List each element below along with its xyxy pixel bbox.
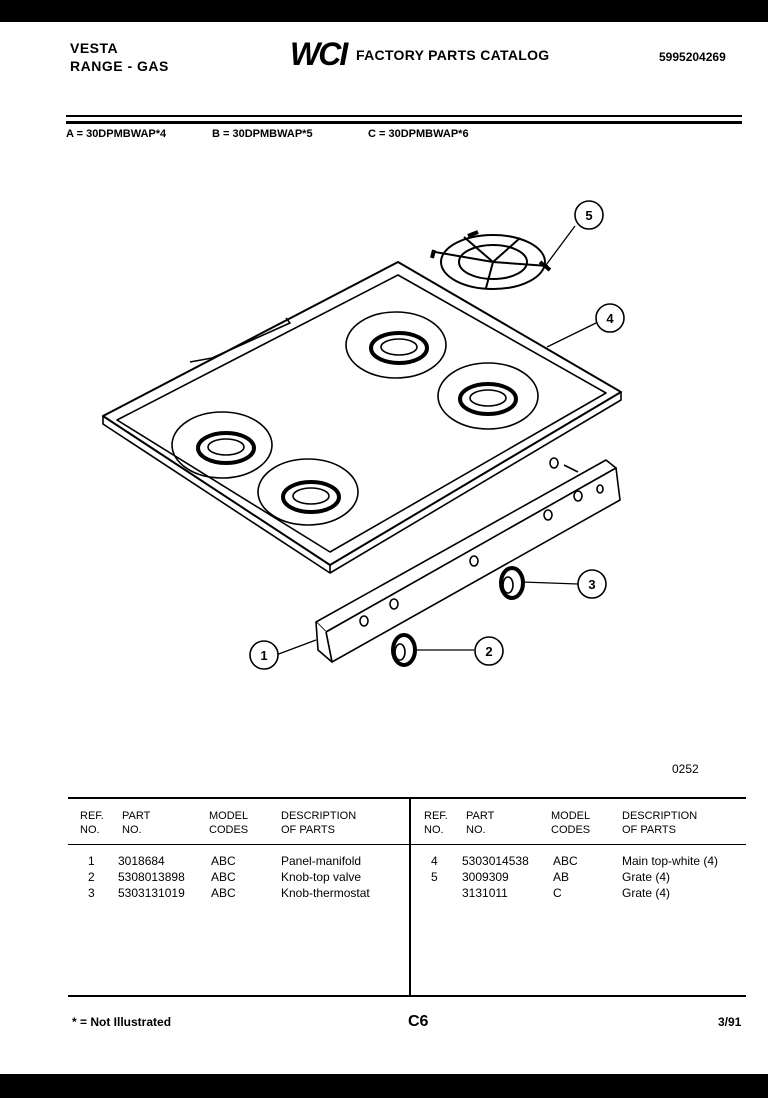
table-row-part: 5303014538 [462, 854, 529, 868]
table-row-desc: Grate (4) [622, 870, 671, 884]
table-row-ref: 2 [88, 870, 95, 884]
callout-label-2: 2 [485, 644, 492, 659]
product-type: RANGE - GAS [70, 58, 169, 74]
exploded-parts-diagram: 1 2 3 4 5 [102, 200, 625, 670]
table-row-desc: Knob-thermostat [281, 886, 370, 900]
bottom-border [0, 1074, 768, 1098]
brand-name: VESTA [70, 40, 119, 56]
table-row-model: AB [553, 870, 570, 884]
callout-label-5: 5 [585, 208, 592, 223]
table-row-desc: Panel-manifold [281, 854, 362, 868]
table-row-part: 5303131019 [118, 886, 185, 900]
knob-thermostat-part [499, 566, 525, 600]
table-row-part: 3009309 [462, 870, 509, 884]
table-row-model: C [553, 886, 562, 900]
table-row-desc: Main top-white (4) [622, 854, 719, 868]
table-row-ref: 3 [88, 886, 95, 900]
table-row-ref: 1 [88, 854, 95, 868]
col-ref-header-right: REF.NO. [424, 810, 448, 836]
model-b: B = 30DPMBWAP*5 [212, 128, 313, 140]
callout-5 [574, 200, 604, 230]
table-header-rule [68, 844, 746, 845]
table-row-desc: Knob-top valve [281, 870, 362, 884]
header-rule-thick [66, 121, 742, 124]
grate-part [430, 230, 552, 290]
model-a: A = 30DPMBWAP*4 [66, 128, 167, 140]
table-row-desc: Grate (4) [622, 886, 671, 900]
catalog-title: FACTORY PARTS CATALOG [356, 47, 550, 63]
figure-number: 0252 [672, 762, 699, 776]
callout-3 [577, 569, 607, 599]
table-row-model: ABC [211, 854, 236, 868]
catalog-date: 3/91 [718, 1015, 742, 1029]
table-row-model: ABC [211, 870, 236, 884]
table-row-ref: 4 [431, 854, 438, 868]
table-row-model: ABC [211, 886, 236, 900]
table-top-rule [68, 797, 746, 799]
callout-label-3: 3 [588, 577, 595, 592]
wci-logo: WCI [290, 36, 348, 72]
model-c: C = 30DPMBWAP*6 [368, 128, 469, 140]
table-bottom-rule [68, 995, 746, 997]
page-number: C6 [408, 1013, 429, 1030]
manifold-panel-part [315, 457, 621, 663]
table-divider [409, 799, 411, 996]
table-row-model: ABC [553, 854, 578, 868]
col-ref-header: REF.NO. [80, 810, 104, 836]
not-illustrated-note: * = Not Illustrated [72, 1015, 172, 1029]
callout-label-4: 4 [606, 311, 614, 326]
knob-top-valve-part [391, 633, 417, 667]
table-row-part: 3131011 [462, 886, 508, 900]
callout-label-1: 1 [260, 648, 267, 663]
table-row-part: 3018684 [118, 854, 165, 868]
callout-1 [249, 640, 279, 670]
table-row-ref: 5 [431, 870, 438, 884]
top-border [0, 0, 768, 22]
header-rule [66, 115, 742, 117]
table-row-part: 5308013898 [118, 870, 185, 884]
catalog-number: 5995204269 [659, 50, 726, 64]
main-top-part [102, 261, 622, 574]
callout-4 [595, 303, 625, 333]
callout-2 [474, 636, 504, 666]
